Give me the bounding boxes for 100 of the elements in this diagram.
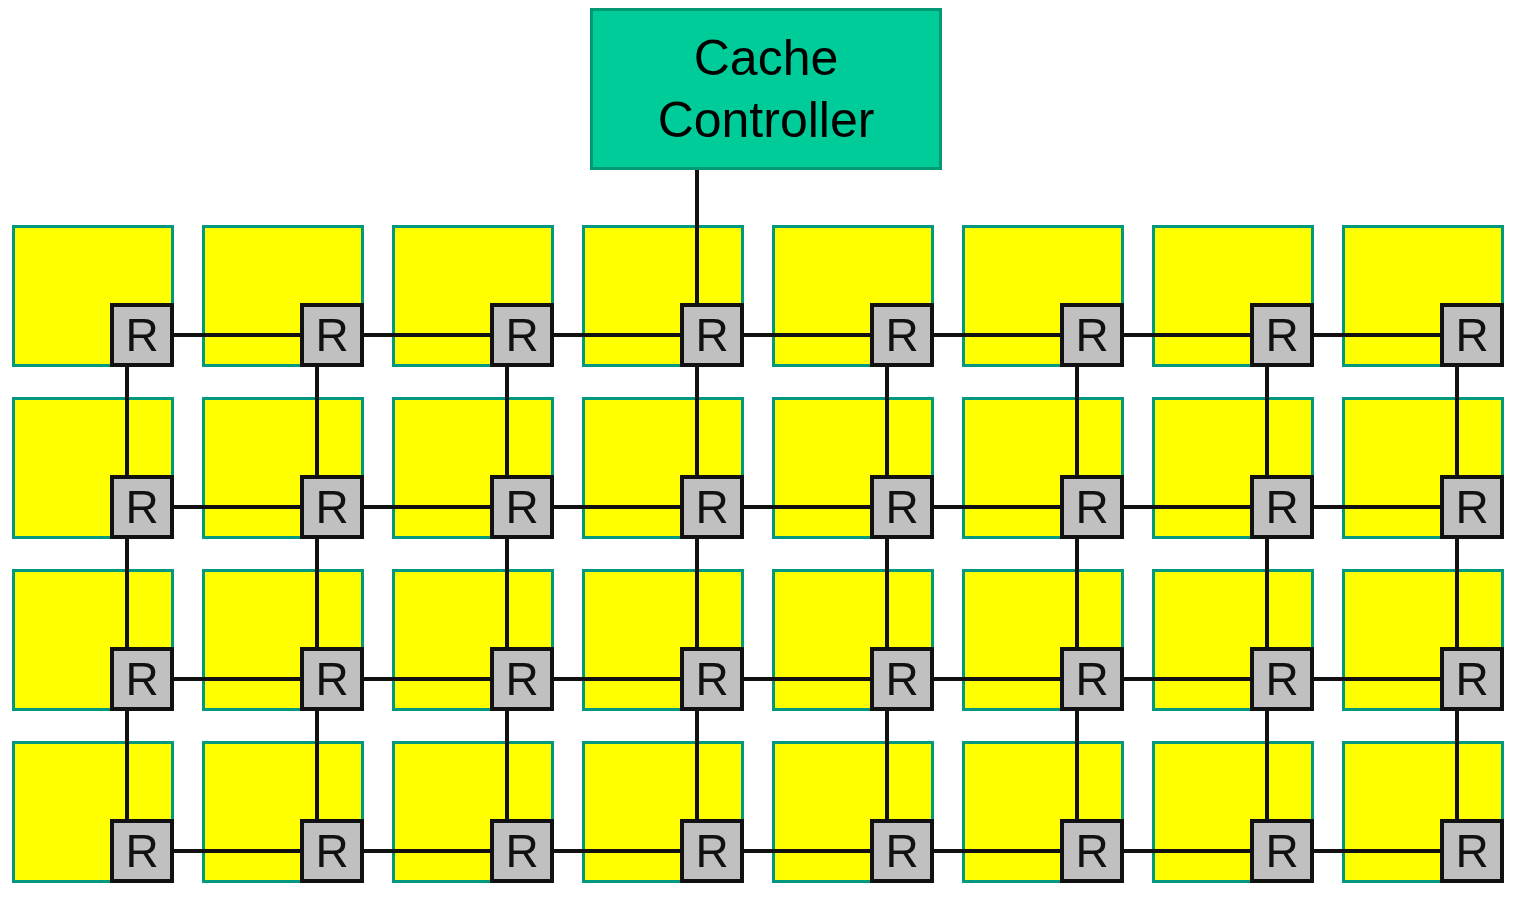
connector-line — [125, 539, 129, 647]
connector-line — [695, 539, 699, 647]
connector-line — [1314, 849, 1440, 853]
connector-line — [1124, 849, 1250, 853]
tile-box — [772, 741, 934, 883]
connector-line — [174, 849, 300, 853]
connector-line — [1124, 677, 1250, 681]
connector-line — [1124, 333, 1250, 337]
router-box: R — [1060, 475, 1124, 539]
router-box: R — [300, 819, 364, 883]
connector-line — [554, 333, 680, 337]
router-box: R — [870, 475, 934, 539]
router-box: R — [300, 647, 364, 711]
router-box: R — [1440, 647, 1504, 711]
tile-box — [582, 225, 744, 367]
connector-line — [174, 333, 300, 337]
connector-line — [364, 849, 490, 853]
router-box: R — [300, 475, 364, 539]
tile-box — [962, 741, 1124, 883]
connector-line — [1314, 505, 1440, 509]
tile-box — [202, 225, 364, 367]
router-box: R — [490, 475, 554, 539]
connector-line — [315, 367, 319, 475]
tile-box — [1152, 569, 1314, 711]
connector-line — [1455, 367, 1459, 475]
tile-box — [582, 397, 744, 539]
tile-box — [1342, 569, 1504, 711]
cache-controller-box: Cache Controller — [590, 8, 942, 170]
connector-line — [1075, 539, 1079, 647]
connector-line — [174, 677, 300, 681]
tile-box — [392, 225, 554, 367]
router-box: R — [1060, 303, 1124, 367]
router-box: R — [680, 647, 744, 711]
tile-box — [1152, 741, 1314, 883]
router-box: R — [1440, 303, 1504, 367]
router-box: R — [1060, 647, 1124, 711]
connector-line — [554, 849, 680, 853]
connector-line — [364, 505, 490, 509]
tile-box — [392, 397, 554, 539]
tile-box — [962, 225, 1124, 367]
router-box: R — [1440, 819, 1504, 883]
tile-box — [962, 569, 1124, 711]
connector-line — [1265, 711, 1269, 819]
connector-line — [695, 367, 699, 475]
connector-line — [744, 505, 870, 509]
router-box: R — [490, 647, 554, 711]
tile-box — [392, 569, 554, 711]
connector-line — [1075, 367, 1079, 475]
tile-box — [1342, 397, 1504, 539]
router-box: R — [870, 303, 934, 367]
connector-line — [744, 849, 870, 853]
connector-line — [934, 333, 1060, 337]
connector-line — [885, 539, 889, 647]
router-box: R — [680, 819, 744, 883]
tile-box — [202, 569, 364, 711]
connector-line — [744, 333, 870, 337]
connector-line — [695, 170, 699, 303]
connector-line — [505, 711, 509, 819]
connector-line — [934, 505, 1060, 509]
router-box: R — [1250, 647, 1314, 711]
connector-line — [1455, 711, 1459, 819]
router-box: R — [870, 647, 934, 711]
router-box: R — [110, 647, 174, 711]
connector-line — [554, 505, 680, 509]
connector-line — [885, 711, 889, 819]
connector-line — [315, 711, 319, 819]
router-box: R — [870, 819, 934, 883]
tile-box — [12, 569, 174, 711]
router-box: R — [110, 303, 174, 367]
connector-line — [1265, 539, 1269, 647]
connector-line — [364, 677, 490, 681]
tile-box — [1152, 397, 1314, 539]
tile-box — [392, 741, 554, 883]
tile-box — [582, 741, 744, 883]
connector-line — [1265, 367, 1269, 475]
connector-line — [1314, 677, 1440, 681]
router-box: R — [110, 819, 174, 883]
tile-box — [1342, 225, 1504, 367]
connector-line — [554, 677, 680, 681]
tile-box — [962, 397, 1124, 539]
router-box: R — [680, 303, 744, 367]
connector-line — [505, 367, 509, 475]
connector-line — [505, 539, 509, 647]
connector-line — [174, 505, 300, 509]
tile-box — [772, 569, 934, 711]
router-box: R — [490, 819, 554, 883]
tile-box — [12, 225, 174, 367]
router-box: R — [1440, 475, 1504, 539]
connector-line — [1124, 505, 1250, 509]
connector-line — [1314, 333, 1440, 337]
connector-line — [125, 711, 129, 819]
router-box: R — [1250, 819, 1314, 883]
tile-box — [202, 741, 364, 883]
connector-line — [744, 677, 870, 681]
connector-line — [885, 367, 889, 475]
router-box: R — [490, 303, 554, 367]
tile-box — [1152, 225, 1314, 367]
tile-box — [12, 397, 174, 539]
connector-line — [695, 711, 699, 819]
connector-line — [934, 849, 1060, 853]
